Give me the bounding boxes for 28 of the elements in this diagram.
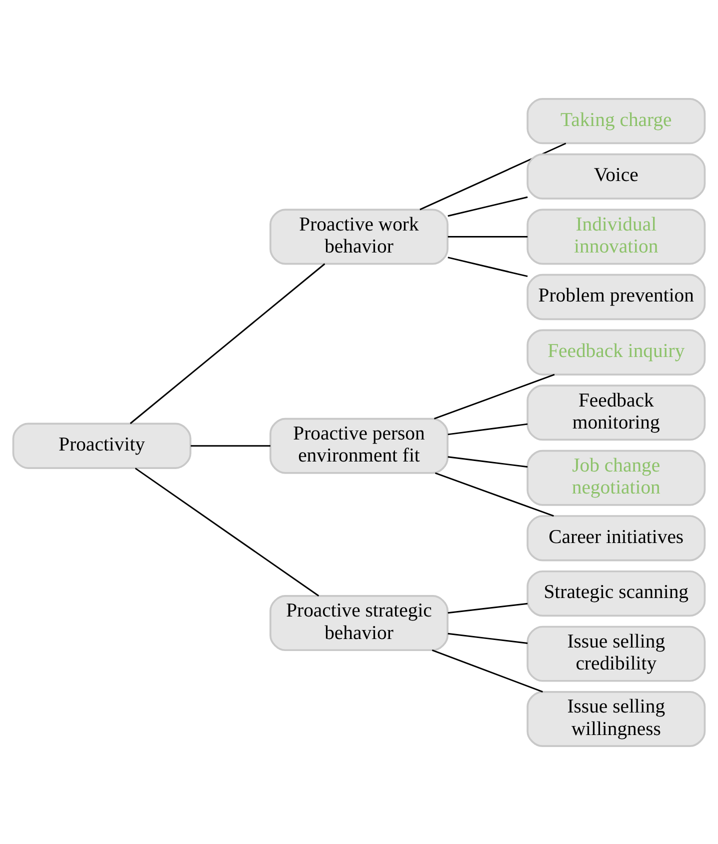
node-box: Problem prevention	[526, 273, 706, 320]
connector	[420, 142, 566, 210]
connector	[448, 256, 528, 277]
connector	[448, 196, 528, 216]
connector	[134, 467, 320, 596]
connector	[435, 472, 554, 516]
node-box: Proactive work behavior	[270, 208, 448, 264]
connector	[448, 456, 528, 468]
node-box: Proactive strategic behavior	[270, 594, 448, 651]
node-box: Proactivity	[12, 422, 192, 468]
node-box: Voice	[526, 152, 706, 199]
node-box: Feedback monitoring	[526, 384, 706, 440]
node-box: Feedback inquiry	[526, 328, 706, 375]
connector	[448, 602, 528, 614]
node-box: Issue selling credibility	[526, 625, 706, 682]
node-box: Proactive person environment fit	[270, 417, 448, 474]
node-box: Issue selling willingness	[526, 690, 706, 746]
node-box: Individual innovation	[526, 208, 706, 264]
connector	[190, 444, 270, 446]
connector	[130, 262, 326, 424]
node-box: Taking charge	[526, 98, 706, 144]
connector	[448, 632, 528, 644]
connector	[434, 373, 555, 419]
node-box: Job change negotiation	[526, 449, 706, 506]
connector	[448, 235, 528, 237]
node-box: Career initiatives	[526, 514, 706, 561]
connector	[448, 422, 528, 435]
node-box: Strategic scanning	[526, 570, 706, 616]
